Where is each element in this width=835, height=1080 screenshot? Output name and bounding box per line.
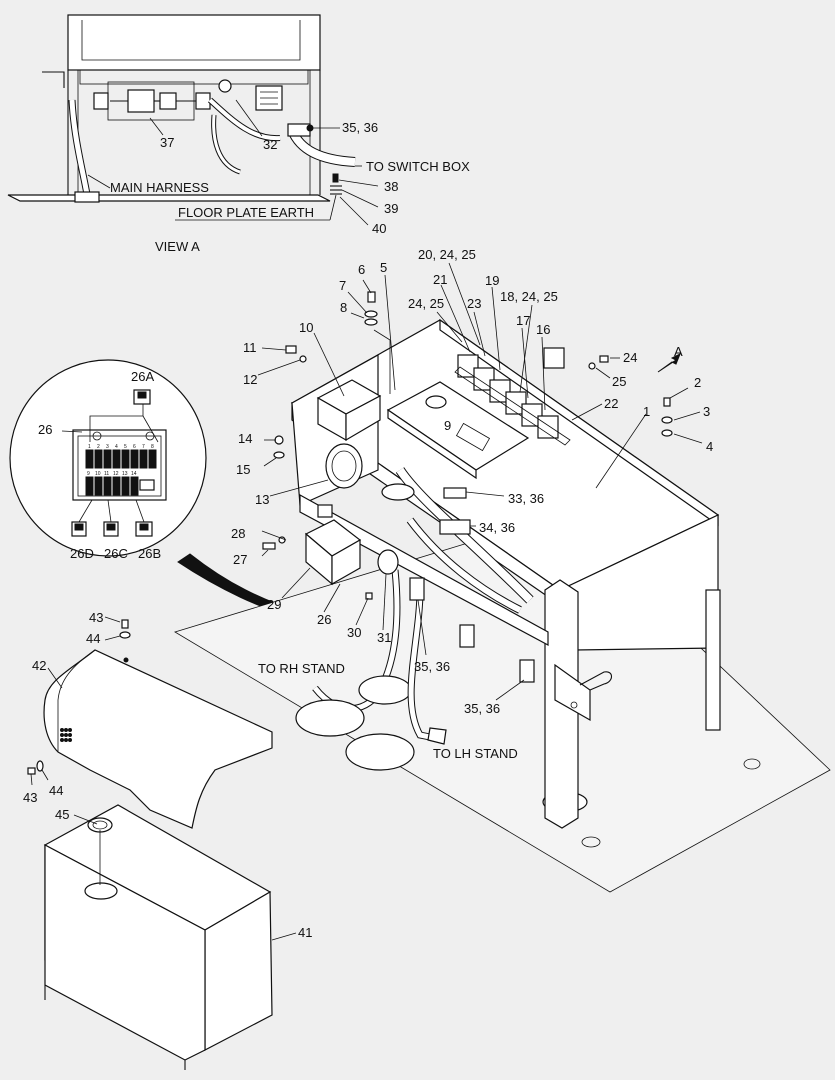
callout-14: 14 (238, 431, 252, 446)
fuse-detail-circle: 1 2 3 4 5 6 7 8 9 10 11 12 13 14 (9, 359, 207, 557)
callout-38: 38 (384, 179, 398, 194)
callout-3: 3 (703, 404, 710, 419)
cover-leaders (30, 616, 297, 941)
note-to-rh-stand: TO RH STAND (258, 661, 345, 676)
cover-assembly (27, 619, 273, 1070)
callout-4: 4 (706, 439, 713, 454)
svg-text:6: 6 (133, 444, 136, 450)
callout-26b: 26B (138, 546, 161, 561)
callout-22: 22 (604, 396, 618, 411)
svg-text:3: 3 (106, 444, 109, 450)
callout-1: 1 (643, 404, 650, 419)
callout-43-bottom: 43 (23, 790, 37, 805)
cover-labels: 43 44 42 43 44 45 41 (23, 610, 312, 940)
vent-grid (60, 728, 72, 742)
callout-27: 27 (233, 552, 247, 567)
callout-6: 6 (358, 262, 365, 277)
callout-26c: 26C (104, 546, 128, 561)
view-a-labels: 37 32 35, 36 TO SWITCH BOX MAIN HARNESS … (110, 120, 470, 254)
callout-25: 25 (612, 374, 626, 389)
callout-44-bottom: 44 (49, 783, 63, 798)
callout-26d: 26D (70, 546, 94, 561)
callout-8: 8 (340, 300, 347, 315)
callout-30: 30 (347, 625, 361, 640)
callout-26-detail: 26 (38, 422, 52, 437)
main-labels: 20, 24, 25 21 24, 25 19 23 18, 24, 25 17… (231, 247, 713, 761)
callout-19: 19 (485, 273, 499, 288)
callout-40: 40 (372, 221, 386, 236)
svg-text:1: 1 (88, 444, 91, 450)
callout-35-36-lower: 35, 36 (464, 701, 500, 716)
svg-text:9: 9 (87, 471, 90, 477)
callout-26: 26 (317, 612, 331, 627)
note-to-lh-stand: TO LH STAND (433, 746, 518, 761)
fuse-numbers-bottom: 9 10 11 12 13 14 (87, 471, 137, 477)
callout-31: 31 (377, 630, 391, 645)
callout-5: 5 (380, 260, 387, 275)
svg-text:14: 14 (131, 471, 137, 477)
callout-32: 32 (263, 137, 277, 152)
callout-39: 39 (384, 201, 398, 216)
callout-18-24-25: 18, 24, 25 (500, 289, 558, 304)
callout-15: 15 (236, 462, 250, 477)
callout-2: 2 (694, 375, 701, 390)
view-a-title: VIEW A (155, 239, 200, 254)
callout-26a: 26A (131, 369, 154, 384)
svg-text:10: 10 (95, 471, 101, 477)
callout-44-top: 44 (86, 631, 100, 646)
callout-16: 16 (536, 322, 550, 337)
callout-24: 24 (623, 350, 637, 365)
fasteners (262, 291, 673, 600)
callout-24-25: 24, 25 (408, 296, 444, 311)
callout-41: 41 (298, 925, 312, 940)
callout-35-36-view-a: 35, 36 (342, 120, 378, 135)
note-floor-plate-earth: FLOOR PLATE EARTH (178, 205, 314, 220)
callout-20-24-25: 20, 24, 25 (418, 247, 476, 262)
fuse-numbers-top: 1 2 3 4 5 6 7 8 (88, 444, 154, 450)
callout-37: 37 (160, 135, 174, 150)
callout-33-36: 33, 36 (508, 491, 544, 506)
svg-text:8: 8 (151, 444, 154, 450)
callout-29: 29 (267, 597, 281, 612)
svg-text:11: 11 (104, 471, 109, 477)
svg-text:7: 7 (142, 444, 145, 450)
callout-34-36: 34, 36 (479, 520, 515, 535)
callout-45: 45 (55, 807, 69, 822)
arrow-a-label: A (674, 344, 683, 359)
callout-21: 21 (433, 272, 447, 287)
svg-text:2: 2 (97, 444, 100, 450)
callout-28: 28 (231, 526, 245, 541)
callout-17: 17 (516, 313, 530, 328)
callout-13: 13 (255, 492, 269, 507)
svg-text:5: 5 (124, 444, 127, 450)
note-to-switch-box: TO SWITCH BOX (366, 159, 470, 174)
callout-11: 11 (243, 340, 257, 355)
callout-35-36-upper: 35, 36 (414, 659, 450, 674)
callout-9: 9 (444, 418, 451, 433)
callout-23: 23 (467, 296, 481, 311)
fuse-detail-labels: 26A 26 26D 26C 26B (38, 369, 161, 561)
note-main-harness: MAIN HARNESS (110, 180, 209, 195)
svg-text:4: 4 (115, 444, 118, 450)
callout-7: 7 (339, 278, 346, 293)
callout-43-top: 43 (89, 610, 103, 625)
relay-bank (454, 347, 571, 446)
callout-12: 12 (243, 372, 257, 387)
callout-42: 42 (32, 658, 46, 673)
main-assembly (174, 291, 831, 893)
svg-text:12: 12 (113, 471, 119, 477)
svg-text:13: 13 (122, 471, 128, 477)
callout-10: 10 (299, 320, 313, 335)
view-a-leaders (87, 99, 379, 226)
main-leaders (257, 262, 703, 701)
view-a-drawing (7, 14, 356, 203)
fuse-row-bottom (85, 476, 155, 496)
fuse-row-top (85, 449, 157, 469)
